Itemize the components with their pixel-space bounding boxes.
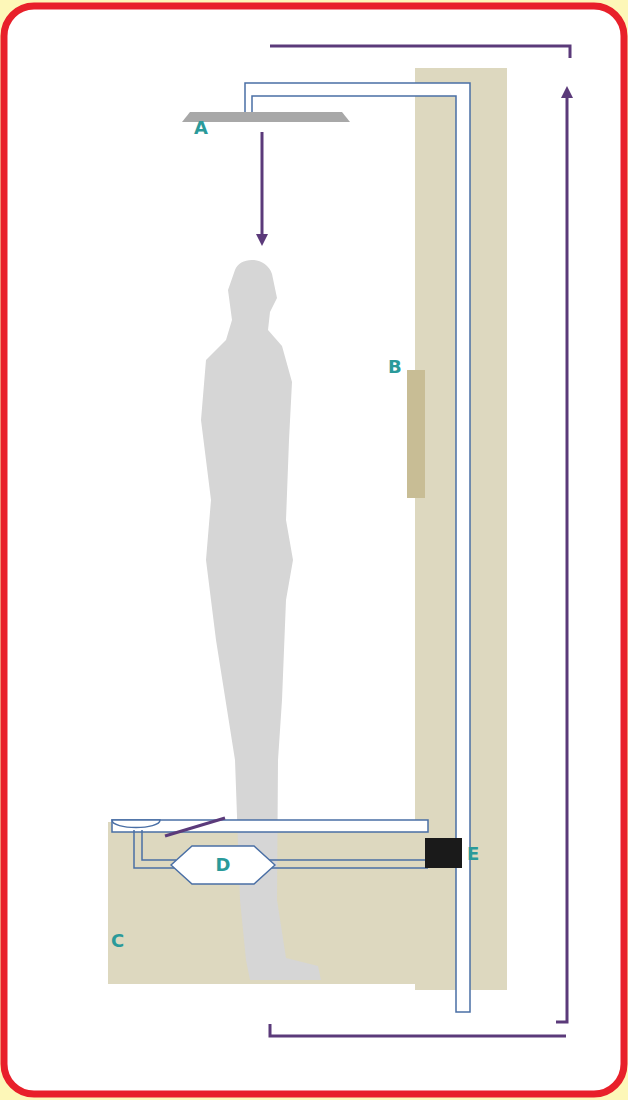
part-letter: D: [216, 856, 231, 874]
part-letter: A: [194, 119, 208, 137]
part-letter: C: [111, 932, 124, 950]
flow-line: [165, 818, 225, 836]
pump-hexagon: D: [170, 845, 276, 885]
drain-pipe: [268, 860, 428, 868]
wall-panel: [407, 370, 425, 498]
part-letter: B: [388, 358, 402, 376]
arrow-head: [561, 86, 573, 98]
floor-pipe: [112, 820, 428, 832]
heat-exchanger-box: [425, 838, 462, 868]
arrow-head: [256, 234, 268, 246]
frame: [4, 6, 624, 1094]
part-letter: E: [467, 845, 479, 863]
flow-arrow: [261, 132, 264, 236]
drain: [112, 820, 160, 828]
bracket: [270, 1024, 566, 1036]
bracket: [556, 96, 567, 1022]
bracket: [270, 46, 570, 58]
